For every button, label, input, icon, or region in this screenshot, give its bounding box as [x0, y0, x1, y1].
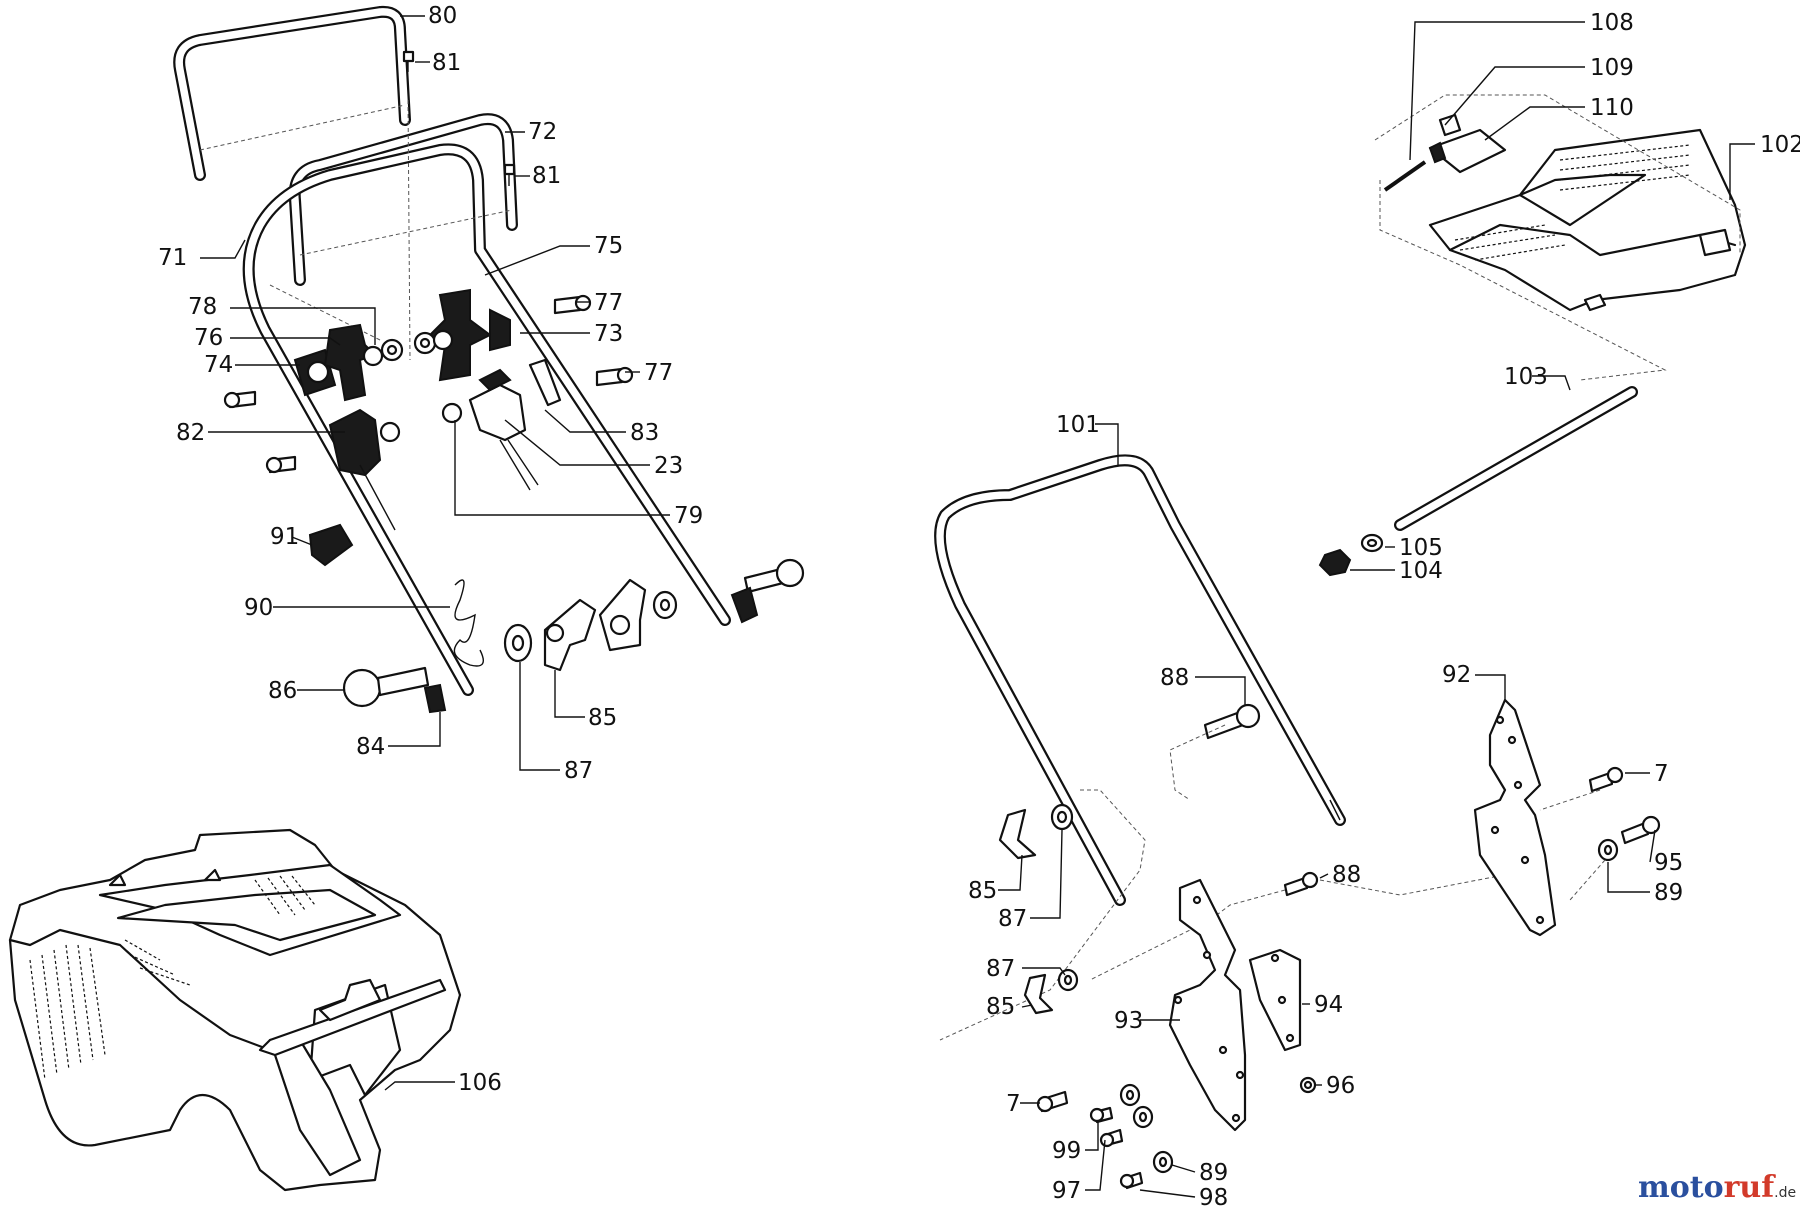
- part-label-27: 103: [1504, 364, 1548, 390]
- part-label-3: 81: [532, 163, 561, 189]
- part-label-47: 97: [1052, 1178, 1081, 1204]
- part-label-44: 7: [1006, 1091, 1021, 1117]
- wingnut-85b: [1023, 973, 1054, 1015]
- bolt-86: [342, 666, 447, 714]
- dashed-guides-right: [1539, 789, 1606, 901]
- washer-87b: [1057, 968, 1079, 992]
- part-label-48: 98: [1199, 1185, 1228, 1211]
- dashed-guides-top: [1374, 94, 1741, 381]
- part-label-6: 77: [594, 290, 623, 316]
- tube-103: [1394, 386, 1638, 531]
- watermark-logo: motoruf.de: [1638, 1170, 1796, 1205]
- part-label-45: 99: [1052, 1138, 1081, 1164]
- upper-handle-80: [173, 5, 411, 181]
- part-label-0: 80: [428, 3, 457, 29]
- bolt-7-lower: [1036, 1090, 1069, 1113]
- part-label-17: 90: [244, 595, 273, 621]
- star-knob-75: [428, 288, 511, 382]
- clip-109: [1438, 113, 1462, 137]
- part-label-30: 104: [1399, 558, 1443, 584]
- bolt-95: [1620, 815, 1661, 845]
- washer-89-right: [1597, 838, 1619, 862]
- bolt-right-84: [730, 558, 805, 624]
- nuts-78: [362, 329, 454, 367]
- screw-81a: [402, 50, 415, 72]
- washers-89-lower: [1119, 1083, 1174, 1174]
- part-label-11: 77: [644, 360, 673, 386]
- bracket-93: [1168, 878, 1247, 1132]
- grass-box-106: [8, 828, 462, 1192]
- cover-102: [1428, 128, 1747, 312]
- part-label-22: 106: [458, 1070, 502, 1096]
- dashed-guides-left: [199, 99, 513, 361]
- bolt-88a: [1203, 703, 1261, 740]
- part-label-40: 85: [986, 994, 1015, 1020]
- watermark-brand-a: motoruf.de: [1638, 1170, 1796, 1205]
- bolts-77: [223, 294, 634, 474]
- part-label-19: 85: [588, 705, 617, 731]
- part-label-13: 83: [630, 420, 659, 446]
- part-label-39: 87: [986, 956, 1015, 982]
- part-label-31: 92: [1442, 662, 1471, 688]
- part-label-7: 78: [188, 294, 217, 320]
- part-label-16: 91: [270, 524, 299, 550]
- part-label-37: 87: [998, 906, 1027, 932]
- bolt-88b: [1283, 871, 1319, 897]
- washer-105: [1360, 533, 1384, 553]
- part-label-1: 81: [432, 50, 461, 76]
- nut-104: [1318, 548, 1352, 577]
- part-label-25: 110: [1590, 95, 1634, 121]
- part-label-32: 88: [1160, 665, 1189, 691]
- lever-82: [328, 408, 401, 531]
- washer-87: [503, 590, 678, 663]
- knob-91: [308, 523, 354, 567]
- rod-108: [1383, 160, 1427, 192]
- part-label-21: 87: [564, 758, 593, 784]
- part-label-12: 82: [176, 420, 205, 446]
- part-label-42: 94: [1314, 992, 1343, 1018]
- washer-87a: [1050, 803, 1074, 831]
- part-label-23: 108: [1590, 10, 1634, 36]
- part-label-10: 74: [204, 352, 233, 378]
- part-label-35: 89: [1654, 880, 1683, 906]
- part-label-34: 95: [1654, 850, 1683, 876]
- nut-96: [1299, 1076, 1317, 1094]
- part-label-5: 75: [594, 233, 623, 259]
- throttle-23-83: [441, 358, 562, 491]
- part-label-46: 89: [1199, 1160, 1228, 1186]
- part-label-41: 93: [1114, 1008, 1143, 1034]
- part-label-4: 71: [158, 245, 187, 271]
- part-label-18: 86: [268, 678, 297, 704]
- part-label-29: 105: [1399, 535, 1443, 561]
- bracket-92: [1473, 698, 1557, 937]
- leader-lines: [200, 15, 1755, 1198]
- part-label-43: 96: [1326, 1073, 1355, 1099]
- part-label-36: 85: [968, 878, 997, 904]
- part-label-38: 88: [1332, 862, 1361, 888]
- part-label-20: 84: [356, 734, 385, 760]
- wing-nuts-85: [543, 578, 647, 672]
- spring-90: [453, 579, 484, 667]
- part-label-2: 72: [528, 119, 557, 145]
- plate-94: [1248, 948, 1302, 1052]
- handle-101: [934, 454, 1346, 906]
- bolt-7-right: [1588, 766, 1624, 793]
- part-label-9: 73: [594, 321, 623, 347]
- part-label-28: 101: [1056, 412, 1100, 438]
- bolts-97-99: [1089, 1106, 1144, 1190]
- screw-81b: [503, 163, 516, 186]
- part-label-15: 79: [674, 503, 703, 529]
- part-label-26: 102: [1760, 132, 1800, 158]
- part-label-8: 76: [194, 325, 223, 351]
- part-label-24: 109: [1590, 55, 1634, 81]
- part-label-14: 23: [654, 453, 683, 479]
- lower-handle-71: [242, 143, 731, 696]
- part-label-33: 7: [1654, 761, 1669, 787]
- wingnut-85a: [998, 808, 1037, 860]
- flap-110: [1428, 128, 1507, 174]
